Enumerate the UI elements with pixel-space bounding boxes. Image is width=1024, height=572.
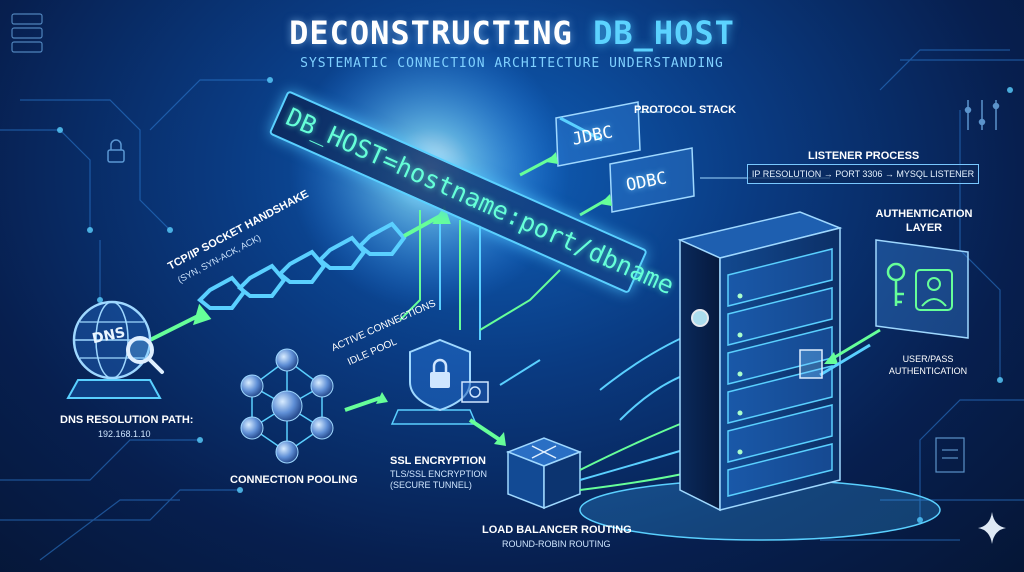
- padlock-icon: [107, 139, 125, 163]
- key-icon: [886, 262, 906, 306]
- auth-detail-line2: AUTHENTICATION: [888, 366, 968, 376]
- page-title: DECONSTRUCTING DB_HOST: [0, 14, 1024, 52]
- listener-label: LISTENER PROCESS: [808, 150, 920, 162]
- dns-label: DNS RESOLUTION PATH:: [60, 414, 194, 426]
- ssl-detail-line1: TLS/SSL ENCRYPTION: [390, 469, 488, 479]
- protocol-stack-label: PROTOCOL STACK: [634, 104, 737, 116]
- title-part-1: DECONSTRUCTING: [289, 14, 573, 52]
- title-part-2: DB_HOST: [593, 14, 735, 52]
- database-server-icon: [677, 211, 843, 512]
- listener-detail: IP RESOLUTION → PORT 3306 → MYSQL LISTEN…: [747, 164, 979, 184]
- circuit-traces: [0, 49, 1024, 561]
- load-balancer-icon: [505, 437, 583, 510]
- protocol-panel-jdbc: [555, 101, 641, 167]
- doc-icon: [935, 437, 965, 473]
- slider-icon: [964, 100, 1000, 130]
- magnifier-icon: [126, 336, 164, 374]
- auth-label-line1: AUTHENTICATION: [875, 208, 973, 220]
- ssl-to-lb-arrow: [468, 418, 502, 442]
- dns-detail: 192.168.1.10: [98, 429, 151, 439]
- auth-port-icon: [799, 349, 823, 379]
- user-icon: [915, 269, 953, 311]
- load-balancer-detail: ROUND-ROBIN ROUTING: [502, 539, 611, 549]
- protocol-panel-odbc: [609, 147, 695, 213]
- authentication-panel: [875, 239, 969, 339]
- pool-nodes: [240, 348, 334, 464]
- tcp-handshake-chain: [197, 221, 407, 310]
- auth-detail-line1: USER/PASS: [902, 354, 954, 364]
- tcp-arrows: [149, 205, 451, 342]
- ssl-label: SSL ENCRYPTION: [390, 455, 486, 467]
- data-streams: [399, 210, 561, 386]
- circuit-nodes: [57, 77, 1013, 523]
- pool-to-ssl-arrow: [344, 396, 381, 412]
- page-subtitle: SYSTEMATIC CONNECTION ARCHITECTURE UNDER…: [300, 56, 724, 71]
- certificate-icon: [461, 381, 489, 403]
- protocol-arrows: [519, 116, 612, 217]
- auth-label-line2: LAYER: [905, 222, 943, 234]
- sparkle-icon: [978, 512, 1006, 544]
- load-balancer-label: LOAD BALANCER ROUTING: [482, 524, 632, 536]
- connection-pooling-label: CONNECTION POOLING: [230, 474, 358, 486]
- database-stack-icon: [11, 13, 43, 53]
- auth-arrows: [819, 328, 881, 377]
- ssl-detail-line2: (SECURE TUNNEL): [390, 480, 472, 490]
- ssl-shield-icon: [390, 338, 478, 425]
